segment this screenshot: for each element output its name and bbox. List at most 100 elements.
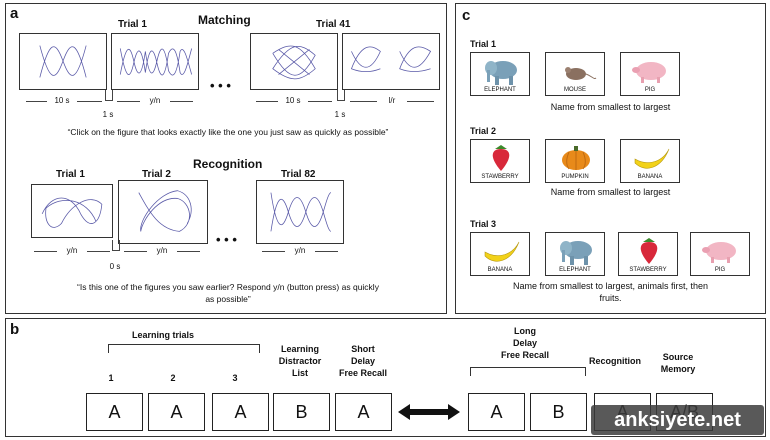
- panel-b: [5, 318, 766, 437]
- long-delay-label-1: Long: [514, 326, 536, 336]
- matching-trial-41: Trial 41: [316, 19, 351, 30]
- matching-trial-1: Trial 1: [118, 19, 147, 30]
- learning-trials-bracket: [108, 344, 260, 353]
- response-yn: y/n: [140, 96, 170, 105]
- recognition-ellipsis: • • •: [216, 232, 237, 247]
- card-pumpkin: PUMPKIN: [545, 139, 605, 183]
- card-banana: BANANA: [470, 232, 530, 276]
- c-trial-3-instruction-2: fruits.: [599, 293, 622, 303]
- box-learning-3: A: [212, 393, 269, 431]
- short-delay-label-3: Free Recall: [338, 368, 388, 378]
- matching-ellipsis: • • •: [210, 78, 231, 93]
- recognition-response-2: y/n: [147, 246, 177, 255]
- box-long-delay-a: A: [468, 393, 525, 431]
- recognition-label: Recognition: [589, 356, 641, 366]
- card-strawberry: STAWBERRY: [470, 139, 530, 183]
- watermark: anksiyete.net: [591, 405, 764, 435]
- box-learning-2: A: [148, 393, 205, 431]
- long-delay-bracket: [470, 367, 586, 376]
- recognition-isi: 0 s: [109, 262, 121, 271]
- banana-icon: [484, 241, 520, 262]
- card-label: MOUSE: [563, 87, 586, 93]
- distractor-label-2: Distractor: [278, 356, 322, 366]
- trial-number-3: 3: [232, 373, 238, 383]
- card-label: BANANA: [637, 174, 663, 180]
- recognition-trial-2: Trial 2: [142, 169, 171, 180]
- matching-figure-2: [111, 33, 199, 90]
- card-elephant: ELEPHANT: [470, 52, 530, 96]
- distractor-label-1: Learning: [280, 344, 319, 354]
- elephant-icon: [560, 241, 592, 265]
- card-label: STAWBERRY: [629, 267, 667, 273]
- short-delay-label-1: Short: [351, 344, 375, 354]
- c-trial-2-instruction: Name from smallest to largest: [550, 187, 671, 197]
- card-label: PUMPKIN: [561, 174, 589, 180]
- recognition-title: Recognition: [193, 157, 263, 171]
- panel-a: [5, 3, 447, 314]
- panel-c: [455, 3, 766, 314]
- response-lr: l/r: [377, 96, 407, 105]
- card-label: PIG: [714, 267, 726, 273]
- long-delay-label-2: Delay: [512, 338, 538, 348]
- learning-trials-label: Learning trials: [131, 330, 194, 340]
- pig-icon: [702, 242, 736, 263]
- c-trial-1-title: Trial 1: [470, 39, 497, 49]
- c-trial-1-instruction: Name from smallest to largest: [550, 102, 671, 112]
- card-strawberry: STAWBERRY: [618, 232, 678, 276]
- recognition-trial-1: Trial 1: [56, 169, 85, 180]
- isi-bracket: [337, 90, 345, 101]
- isi-bracket: [112, 240, 120, 251]
- isi-1s-1: 1 s: [102, 110, 114, 119]
- card-elephant: ELEPHANT: [545, 232, 605, 276]
- banana-icon: [634, 148, 670, 169]
- strawberry-icon: [640, 238, 658, 264]
- double-arrow-icon: [398, 404, 460, 420]
- c-trial-3-instruction-1: Name from smallest to largest, animals f…: [512, 281, 709, 291]
- matching-instruction: “Click on the figure that looks exactly …: [67, 127, 389, 137]
- trial-number-2: 2: [170, 373, 176, 383]
- duration-10s-2: 10 s: [278, 96, 308, 105]
- c-trial-3-title: Trial 3: [470, 219, 497, 229]
- box-long-delay-b: B: [530, 393, 587, 431]
- box-short-delay: A: [335, 393, 392, 431]
- panel-b-label: b: [10, 321, 20, 338]
- box-distractor: B: [273, 393, 330, 431]
- source-memory-label-2: Memory: [660, 364, 696, 374]
- recognition-response-3: y/n: [285, 246, 315, 255]
- elephant-icon: [485, 61, 517, 85]
- pumpkin-icon: [562, 146, 590, 170]
- recognition-figure-2: [118, 180, 208, 244]
- recognition-figure-1: [31, 184, 113, 238]
- card-label: STAWBERRY: [481, 174, 519, 180]
- trial-number-1: 1: [108, 373, 114, 383]
- card-pig: PIG: [690, 232, 750, 276]
- recognition-trial-82: Trial 82: [281, 169, 316, 180]
- card-pig: PIG: [620, 52, 680, 96]
- box-learning-1: A: [86, 393, 143, 431]
- card-label: ELEPHANT: [484, 87, 516, 93]
- recognition-figure-3: [256, 180, 344, 244]
- pig-icon: [632, 62, 666, 83]
- c-trial-2-title: Trial 2: [470, 126, 497, 136]
- distractor-label-3: List: [291, 368, 308, 378]
- isi-bracket: [105, 90, 113, 101]
- duration-10s-1: 10 s: [47, 96, 77, 105]
- strawberry-icon: [492, 145, 510, 171]
- card-mouse: MOUSE: [545, 52, 605, 96]
- matching-title: Matching: [198, 13, 251, 27]
- card-label: BANANA: [487, 267, 513, 273]
- matching-figure-1: [19, 33, 107, 90]
- recognition-instruction-2: as possible”: [205, 294, 251, 304]
- card-banana: BANANA: [620, 139, 680, 183]
- recognition-instruction-1: “Is this one of the figures you saw earl…: [77, 282, 379, 292]
- panel-a-label: a: [10, 5, 19, 22]
- card-label: ELEPHANT: [559, 267, 591, 273]
- matching-figure-3: [250, 33, 338, 90]
- source-memory-label-1: Source: [662, 352, 694, 362]
- recognition-response-1: y/n: [57, 246, 87, 255]
- card-label: PIG: [644, 87, 656, 93]
- short-delay-label-2: Delay: [350, 356, 376, 366]
- panel-c-label: c: [462, 7, 471, 24]
- matching-figure-4-left: [342, 33, 440, 90]
- isi-1s-2: 1 s: [334, 110, 346, 119]
